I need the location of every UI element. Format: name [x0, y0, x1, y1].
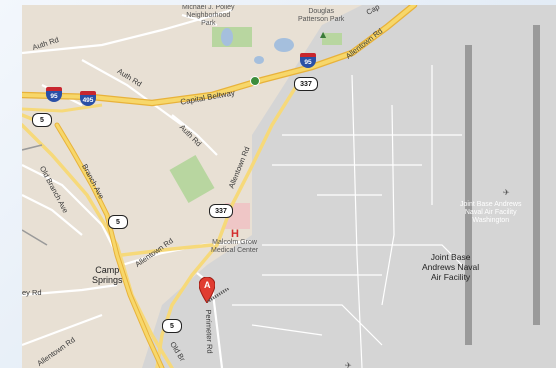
exit-marker-icon: [250, 76, 260, 86]
place-label-camp-springs: Camp Springs: [92, 265, 123, 285]
airport-icon: ✈: [345, 361, 352, 368]
interstate-495-shield: 495: [80, 91, 96, 106]
road-label-ey-rd: ey Rd: [22, 288, 42, 297]
marker-shadow: [207, 288, 229, 302]
route-5-shield: 5: [162, 319, 182, 333]
route-5-shield: 5: [32, 113, 52, 127]
hospital-icon: H: [231, 228, 239, 240]
park-area: [169, 155, 215, 203]
place-label-jba-naval: Joint Base Andrews Naval Air Facility: [422, 252, 480, 282]
water-body: [221, 28, 233, 46]
place-label-malcolm-grow: Malcolm Grow Medical Center: [211, 239, 259, 254]
interstate-95-shield: 95: [300, 53, 316, 68]
route-5-shield: 5: [108, 215, 128, 229]
base-area: [142, 5, 556, 368]
runway: [533, 25, 540, 325]
water-body: [254, 56, 264, 64]
interstate-95-shield: 95: [46, 87, 62, 102]
location-marker-label: A: [204, 280, 211, 290]
place-label-douglas-park: Douglas Patterson Park: [298, 8, 345, 23]
park-area: [322, 33, 342, 45]
water-body: [274, 38, 294, 52]
park-icon: ▲: [320, 30, 327, 39]
route-337-shield: 337: [209, 204, 233, 218]
place-label-polley-park: Michael J. Polley Neighborhood Park: [182, 5, 235, 27]
location-marker-icon[interactable]: [199, 277, 215, 303]
map-canvas: ✈ ✈ ▲: [22, 5, 556, 368]
runway: [465, 45, 472, 345]
airport-icon: ✈: [503, 188, 510, 197]
road-label-perimeter-rd: Perimeter Rd: [203, 309, 215, 354]
route-337-shield: 337: [294, 77, 318, 91]
place-label-jba-facility: Joint Base Andrews Naval Air Facility Wa…: [460, 201, 522, 224]
map-view[interactable]: ✈ ✈ ▲ A Auth Rd Auth Rd Auth Rd Capital …: [22, 5, 556, 368]
